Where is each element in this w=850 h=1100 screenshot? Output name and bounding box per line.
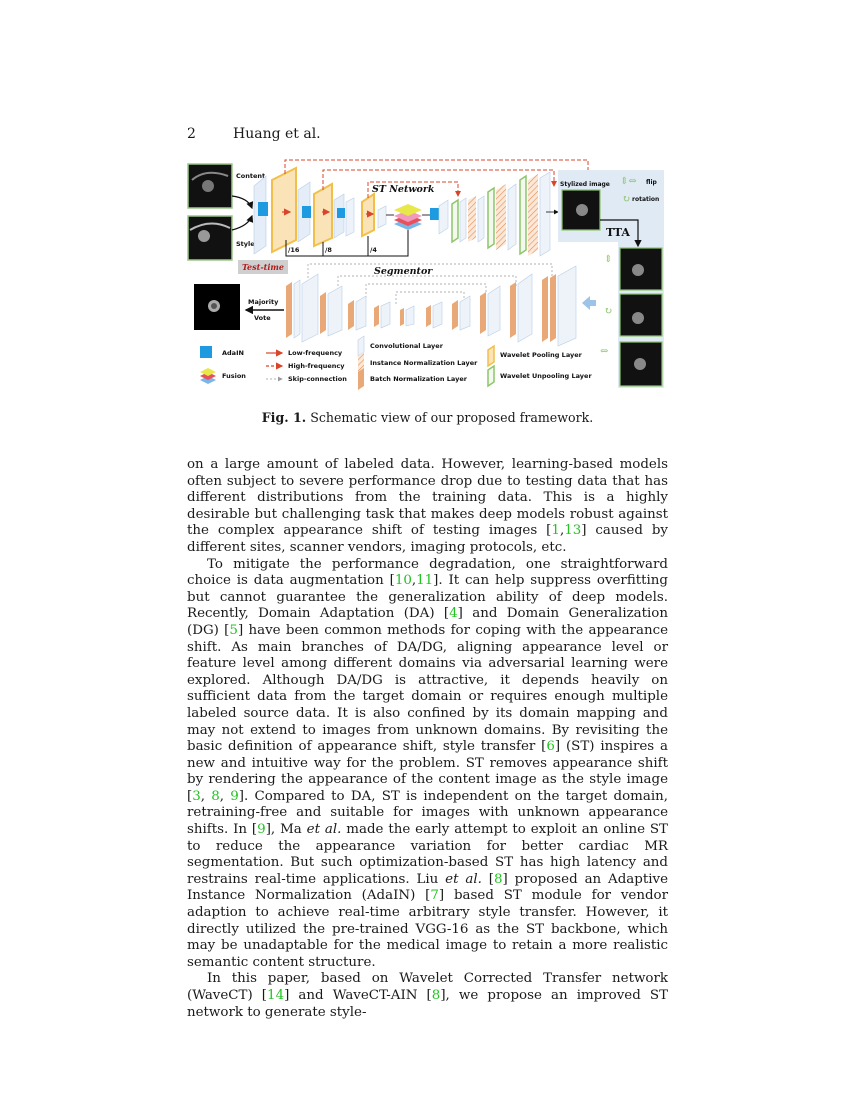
running-title: Huang et al. (233, 126, 321, 142)
text-run: [ (481, 871, 494, 887)
test-time-label: Test-time (242, 262, 284, 272)
paragraph: on a large amount of labeled data. Howev… (187, 457, 668, 557)
fusion-block (394, 204, 422, 230)
legend: AdaIN Fusion Low-frequency High-frequenc… (200, 335, 592, 390)
citation-link[interactable]: 8 (494, 871, 503, 887)
citation-link[interactable]: 10 (394, 573, 412, 589)
paragraph: In this paper, based on Wavelet Correcte… (187, 971, 668, 1021)
citation-link[interactable]: 11 (416, 573, 434, 589)
tta-label: TTA (606, 226, 630, 239)
flip-icon: ⇕⇔ (620, 176, 637, 187)
citation-link[interactable]: 13 (564, 523, 582, 539)
text-run: ] based ST module for vendor adaption to… (187, 888, 669, 970)
citation-link[interactable]: 6 (546, 739, 555, 755)
caption-text: Schematic view of our proposed framework… (306, 410, 594, 425)
segmentor-label: Segmentor (374, 266, 433, 277)
citation-link[interactable]: 14 (267, 988, 285, 1003)
content-label: Content (236, 172, 265, 180)
text-run: ] and WaveCT-AIN [ (284, 988, 432, 1003)
text-run: To mitigate the performance degradation,… (187, 556, 668, 589)
style-label: Style (236, 240, 255, 248)
text-run: , (411, 573, 417, 589)
rotation-icon: ↻ (622, 194, 630, 205)
text-run: et al. (445, 871, 482, 887)
text-run: ] proposed an Adaptive Instance Normaliz… (187, 871, 669, 904)
svg-text:Fusion: Fusion (222, 372, 246, 380)
text-run: et al. (306, 822, 342, 838)
citation-link[interactable]: 3 (192, 788, 201, 804)
text-run: , (219, 788, 231, 804)
scale-4-label: /4 (370, 246, 377, 254)
svg-text:Skip-connection: Skip-connection (288, 375, 347, 383)
figure-caption: Fig. 1. Schematic view of our proposed f… (187, 410, 668, 425)
stylized-image-label: Stylized image (560, 181, 610, 188)
text-run: ], we propose an improved ST network to … (187, 988, 668, 1020)
svg-text:Instance Normalization Layer: Instance Normalization Layer (370, 359, 478, 367)
horizontal-flip-icon: ⇔ (600, 346, 609, 357)
text-run: , (200, 788, 212, 804)
text-run: ], Ma (265, 822, 307, 838)
scale-8-label: /8 (325, 246, 332, 254)
framework-figure: Content Style (186, 158, 666, 390)
st-network-label: ST Network (372, 184, 435, 195)
text-run: ] (ST) inspires a new and intuitive way … (187, 739, 668, 804)
citation-link[interactable]: 9 (257, 822, 266, 838)
caption-label: Fig. 1. (261, 410, 307, 425)
citation-link[interactable]: 8 (431, 988, 441, 1003)
flip-label: flip (646, 179, 658, 186)
majority-label: Majority (248, 298, 279, 306)
rotation-label: rotation (632, 196, 659, 203)
input-arrow-icon (582, 296, 596, 310)
text-run: ] and Domain Generalization (DG) [ (187, 606, 668, 638)
text-run: In this paper, based on Wavelet Correcte… (187, 971, 668, 1003)
text-run: ]. It can help suppress overfitting but … (187, 573, 669, 622)
citation-link[interactable]: 9 (230, 788, 239, 804)
svg-text:Wavelet Pooling Layer: Wavelet Pooling Layer (500, 351, 583, 359)
text-run: ] caused by different sites, scanner ven… (187, 523, 668, 555)
running-header: 2 Huang et al. (187, 126, 321, 142)
text-run: on a large amount of labeled data. Howev… (187, 457, 668, 539)
style-image (187, 215, 233, 261)
vote-label: Vote (254, 314, 271, 322)
svg-text:High-frequency: High-frequency (288, 362, 345, 370)
page-number: 2 (187, 126, 196, 142)
citation-link[interactable]: 7 (430, 888, 439, 904)
scale-16-label: /16 (288, 246, 300, 254)
rotate-icon: ↻ (604, 306, 612, 317)
citation-link[interactable]: 5 (229, 622, 238, 638)
content-image (187, 163, 233, 209)
vertical-flip-icon: ⇕ (604, 254, 612, 265)
text-run: , (559, 523, 565, 539)
text-run: made the early attempt to exploit an onl… (187, 822, 668, 887)
text-run: ]. Compared to DA, ST is independent on … (187, 788, 669, 838)
citation-link[interactable]: 4 (449, 606, 458, 622)
paragraph: To mitigate the performance degradation,… (187, 557, 668, 972)
body-text: on a large amount of labeled data. Howev… (187, 457, 668, 1021)
svg-text:Batch Normalization Layer: Batch Normalization Layer (370, 375, 468, 383)
citation-link[interactable]: 8 (211, 788, 220, 804)
svg-text:Convolutional Layer: Convolutional Layer (370, 342, 444, 350)
citation-link[interactable]: 1 (551, 523, 560, 539)
svg-text:Low-frequency: Low-frequency (288, 349, 343, 357)
svg-text:Wavelet Unpooling Layer: Wavelet Unpooling Layer (500, 372, 592, 380)
text-run: ] have been common methods for coping wi… (187, 622, 668, 755)
segmentor-network (286, 265, 577, 347)
svg-text:AdaIN: AdaIN (222, 349, 244, 357)
